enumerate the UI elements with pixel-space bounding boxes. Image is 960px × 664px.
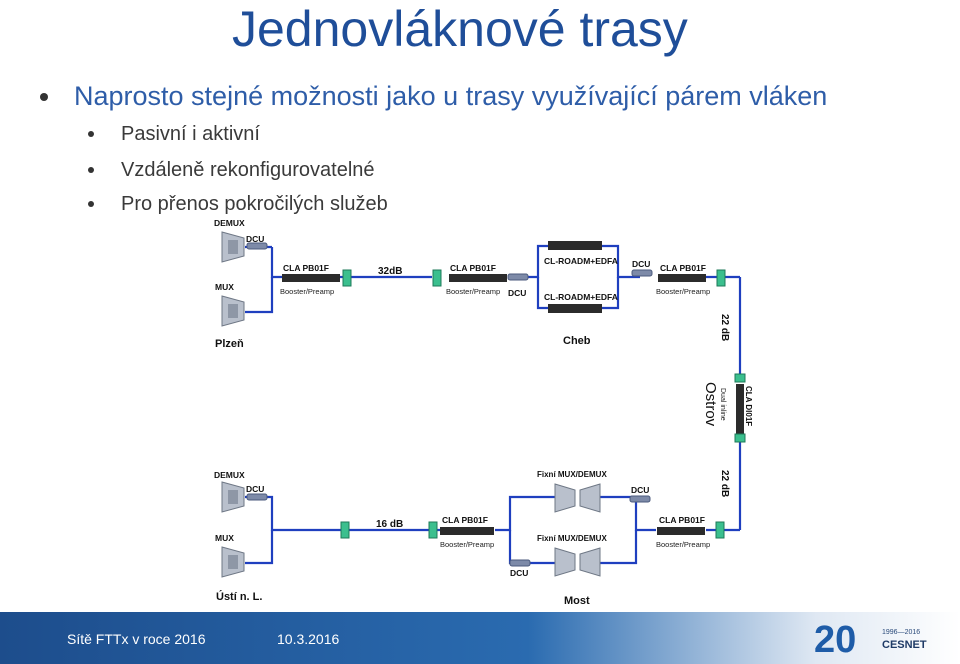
site-plzen: Plzeň [215,338,244,350]
port-icon [715,521,725,539]
dcu-bottom-mid [509,559,531,567]
cesnet-logo: 20 1996—2016 CESNET [814,619,927,658]
label-fixed-bottom: Fixní MUX/DEMUX [537,534,607,543]
logo-brand: CESNET [882,639,927,651]
dcu-top-right [631,269,653,277]
site-usti: Ústí n. L. [216,590,262,603]
label-dcu-bottom-left: DCU [246,484,264,494]
label-inline-amp: CLA DI01F [744,386,753,426]
amp3-top-mode: Booster/Preamp [656,287,710,296]
network-diagram: DEMUX DCU MUX Plzeň CLA PB01F Booster/Pr… [214,218,753,607]
amp2-top-device [449,274,507,282]
fiber-usti-mux [245,495,348,532]
sub-bullet-1: Pasivní i aktivní [88,123,260,145]
amp1-top-device [282,274,340,282]
logo-years: 1996—2016 [882,629,920,636]
amp2-bottom-mode: Booster/Preamp [656,540,710,549]
fixed-muxdemux-top [554,483,601,513]
dcu-bottom-left [246,493,268,501]
roadm-top-device [548,241,602,250]
amp1-bottom-mode: Booster/Preamp [440,540,494,549]
fiber-most-fixed-top [495,495,555,532]
label-amp1-bottom: CLA PB01F [442,515,488,525]
fiber-cheb-roadm-top [520,244,548,279]
site-ostrov: Ostrov [702,382,719,427]
port-icon [734,433,746,443]
label-amp2-top: CLA PB01F [450,263,496,273]
span-loss-22db-top: 22 dB [719,314,730,341]
roadm-bottom-device [548,304,602,313]
port-icon [428,521,438,539]
amp2-bottom-device [657,527,705,535]
label-dcu-top-mid: DCU [508,288,526,298]
dcu-bottom-right [629,495,651,503]
slide-title: Jednovláknové trasy [232,1,688,57]
inline-amp-device [736,384,744,434]
span-loss-22db-bottom: 22 dB [719,470,730,497]
footer-bar [0,612,960,664]
site-cheb: Cheb [563,335,591,347]
fiber-cheb-roadm-bottom [536,277,548,310]
label-dcu-top-left: DCU [246,234,264,244]
demux-device-bottom [221,481,245,513]
label-mux-top: MUX [215,282,234,292]
dcu-top-left [246,242,268,250]
demux-device-top [221,231,245,263]
label-mux-bottom: MUX [215,533,234,543]
mux-device-top [221,295,245,327]
fixed-muxdemux-bottom [554,547,601,577]
site-most: Most [564,595,590,607]
span-loss-32db: 32dB [378,266,402,277]
amp3-top-device [658,274,706,282]
label-roadm-bottom: CL-ROADM+EDFA [544,292,618,302]
footer-title: Sítě FTTx v roce 2016 [67,631,206,647]
sub-bullet-3: Pro přenos pokročilých služeb [88,193,388,215]
label-dcu-bottom-right: DCU [631,485,649,495]
footer-date: 10.3.2016 [277,631,340,647]
label-amp3-top: CLA PB01F [660,263,706,273]
port-icon [734,373,746,383]
port-icon [432,269,442,287]
label-fixed-top: Fixní MUX/DEMUX [537,470,607,479]
inline-amp-mode: Dual inline [719,388,726,421]
sub-bullet-2: Vzdáleně rekonfigurovatelné [88,159,375,181]
label-demux-bottom: DEMUX [214,470,245,480]
mux-device-bottom [221,546,245,578]
port-icon [716,269,726,287]
logo-number: 20 [814,619,856,658]
label-dcu-bottom-mid: DCU [510,568,528,578]
span-loss-16db: 16 dB [376,519,403,530]
label-amp1-top: CLA PB01F [283,263,329,273]
label-demux-top: DEMUX [214,218,245,228]
main-bullet: Naprosto stejné možnosti jako u trasy vy… [39,81,828,111]
amp1-bottom-device [440,527,494,535]
label-amp2-bottom: CLA PB01F [659,515,705,525]
amp1-top-mode: Booster/Preamp [280,287,334,296]
port-icon [340,521,350,539]
amp2-top-mode: Booster/Preamp [446,287,500,296]
label-dcu-top-right: DCU [632,259,650,269]
dcu-top-mid [507,273,529,281]
label-roadm-top: CL-ROADM+EDFA [544,256,618,266]
port-icon [342,269,352,287]
